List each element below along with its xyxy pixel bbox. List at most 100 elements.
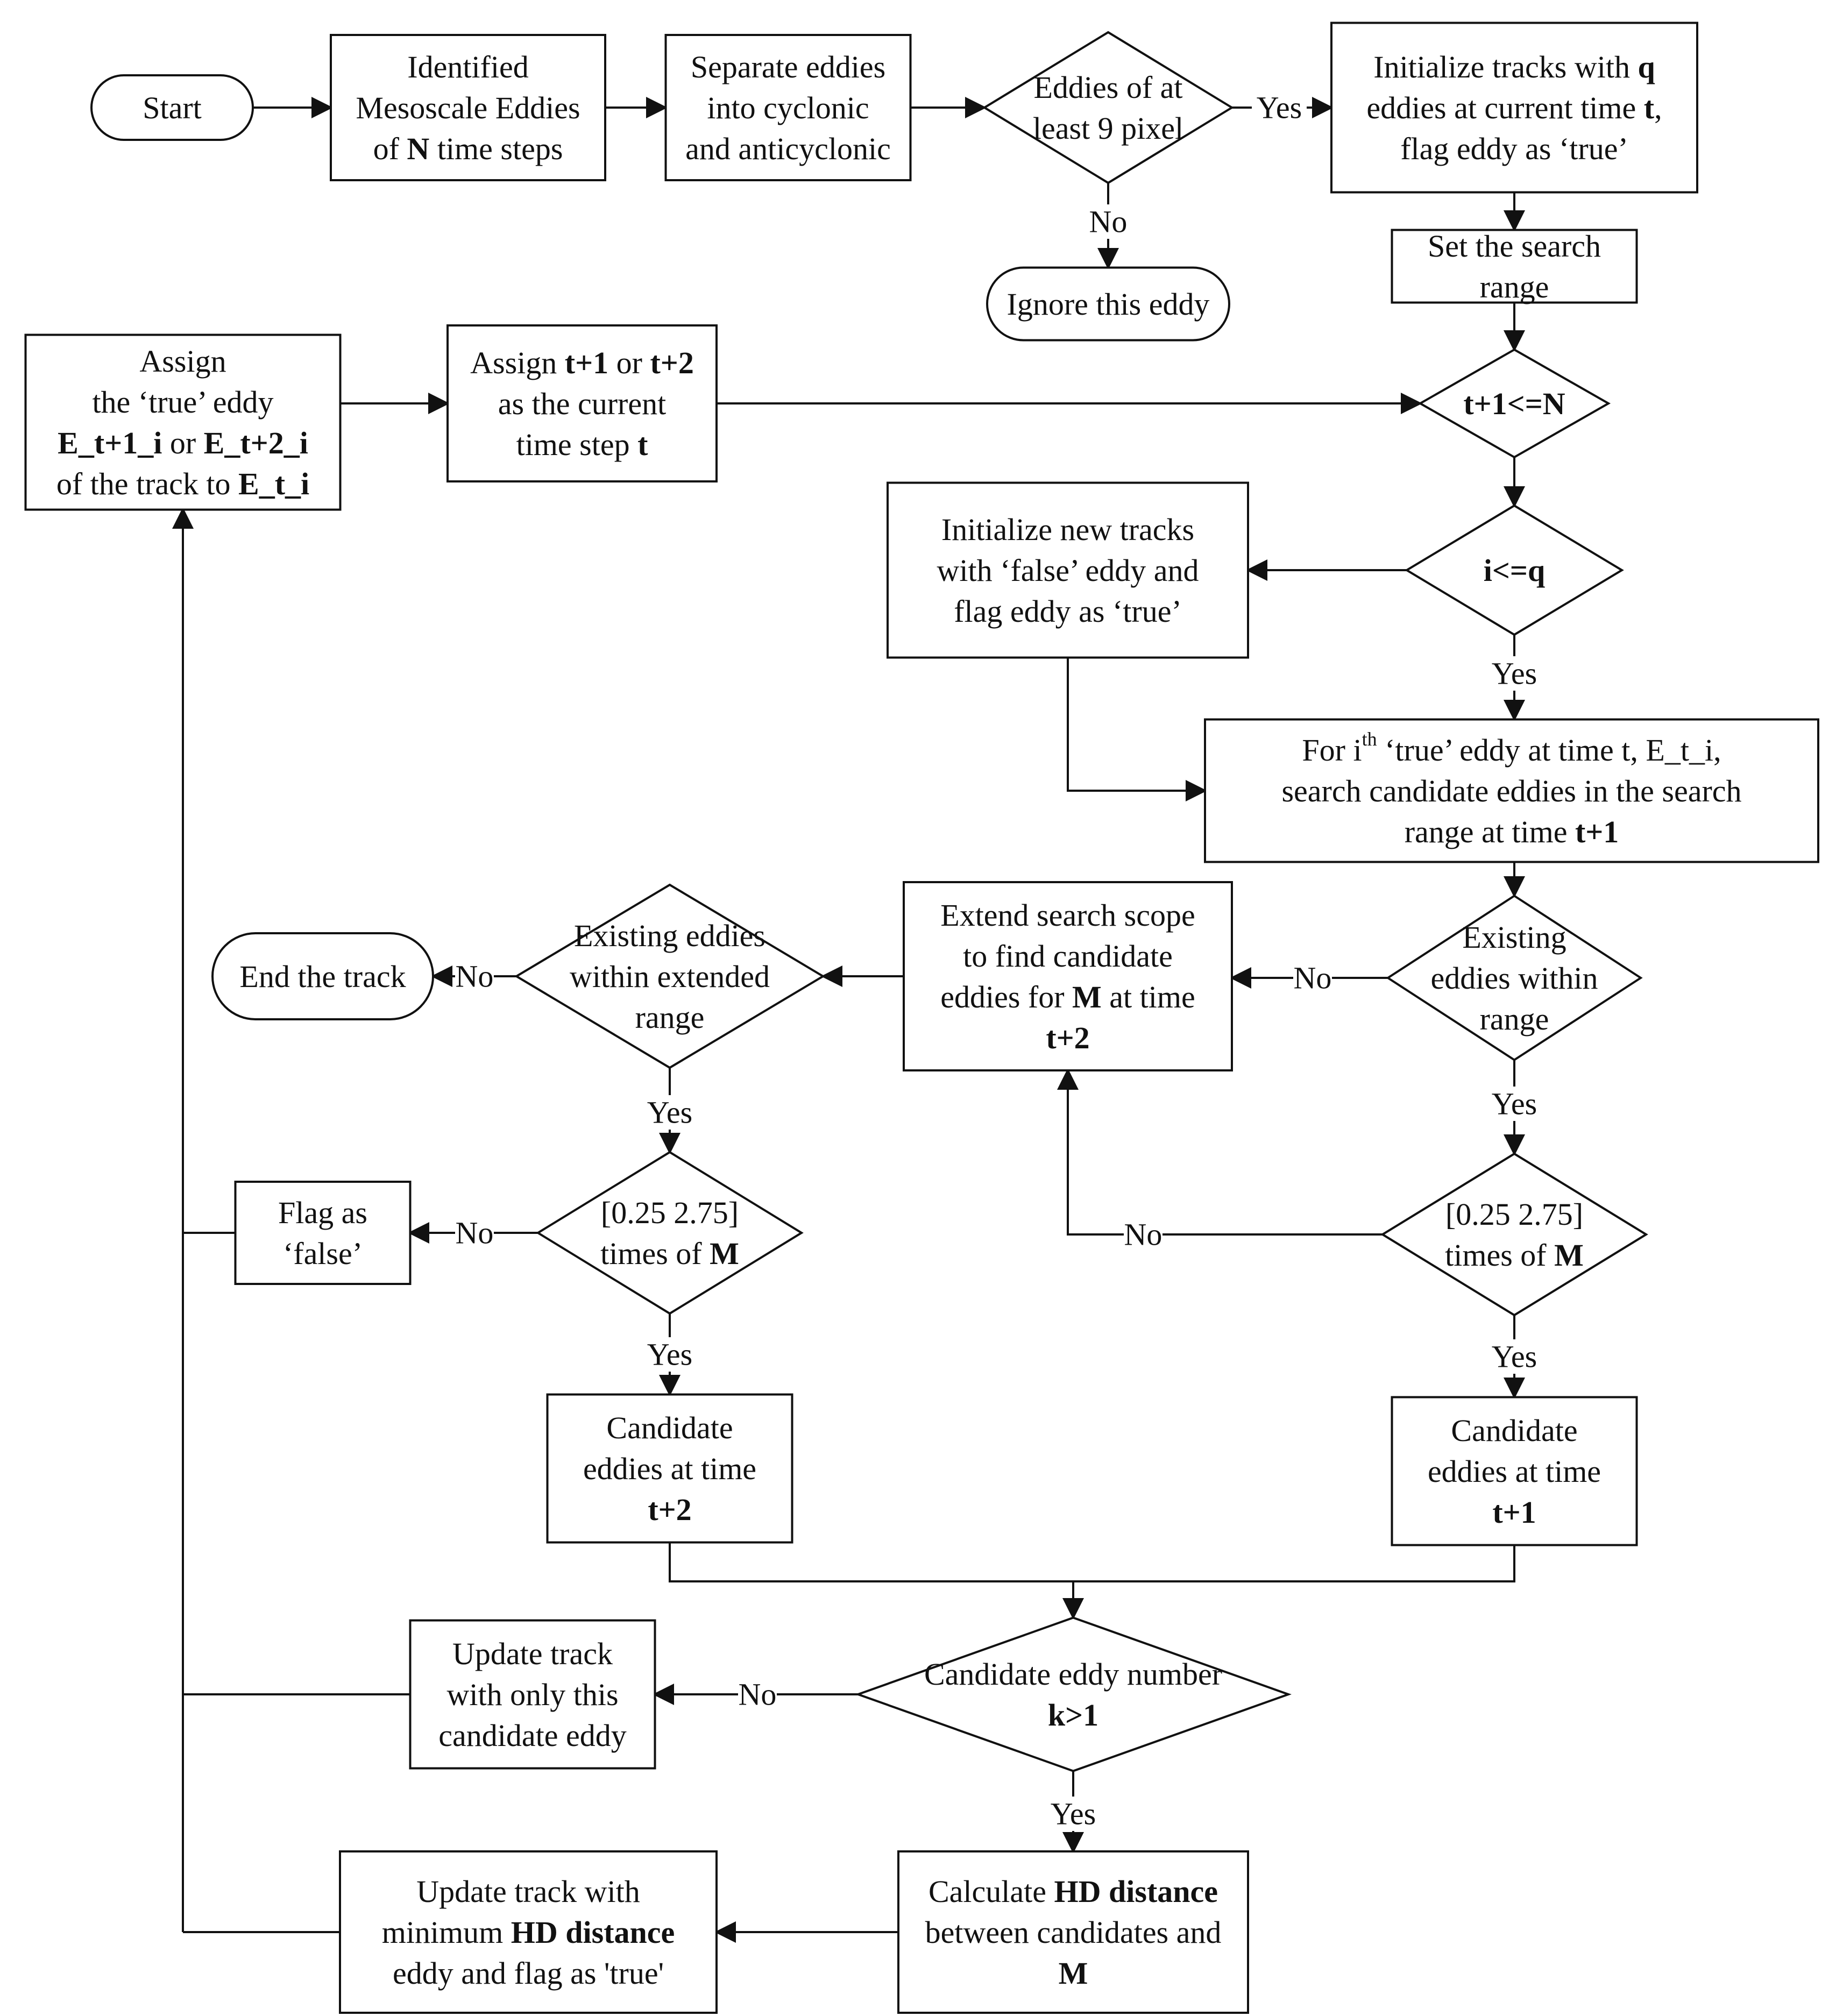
- label-ratio-right-yes-text: Yes: [1492, 1339, 1537, 1374]
- start-terminal-shape: [90, 74, 254, 141]
- init-tracks-box-line-2-seg-3: ,: [1654, 90, 1662, 125]
- extend-scope-box-line-4-seg-1: t+2: [1046, 1020, 1089, 1055]
- search-candidates-box: For ith ‘true’ eddy at time t, E_t_i,sea…: [1204, 718, 1819, 863]
- assign-true-eddy-box-line-3-seg-2: or: [162, 425, 203, 460]
- candidates-t1-box-shape: [1391, 1396, 1638, 1546]
- end-track-terminal-shape: [211, 932, 434, 1020]
- extend-scope-box-shape: [903, 881, 1233, 1071]
- label-ratio-left-no-text: No: [456, 1216, 494, 1251]
- label-ratio-left-no: No: [455, 1216, 494, 1251]
- update-single-box-line-3-seg-1: candidate eddy: [438, 1718, 626, 1753]
- ratio-left-decision: [0.25 2.75]times of M: [536, 1151, 804, 1315]
- label-count-yes: Yes: [1046, 1797, 1101, 1832]
- ratio-right-decision-line-1: [0.25 2.75]: [1445, 1197, 1583, 1232]
- i-check-decision-line-1-seg-1: i<=q: [1484, 553, 1545, 588]
- candidate-count-decision-line-2: k>1: [1048, 1698, 1098, 1733]
- candidates-t2-box-line-3: t+2: [648, 1492, 691, 1527]
- assign-true-eddy-box-line-2: the ‘true’ eddy: [92, 385, 273, 420]
- init-tracks-box-line-3: flag eddy as ‘true’: [1400, 131, 1628, 166]
- candidates-t1-box-line-1: Candidate: [1451, 1413, 1577, 1448]
- extend-scope-box-line-1: Extend search scope: [940, 898, 1195, 933]
- ignore-eddy-terminal-line-1-seg-1: Ignore this eddy: [1007, 287, 1210, 322]
- label-min-size-no-pad: [1089, 204, 1128, 239]
- i-check-decision: i<=q: [1405, 504, 1624, 636]
- assign-true-eddy-box-shape: [24, 333, 342, 511]
- candidates-t1-box-line-1-seg-1: Candidate: [1451, 1413, 1577, 1448]
- identified-eddies-box-line-2: Mesoscale Eddies: [356, 90, 580, 125]
- new-tracks-box-line-3-seg-1: flag eddy as ‘true’: [954, 594, 1182, 629]
- existing-eddies-decision-line-2-seg-1: eddies within: [1431, 961, 1598, 996]
- min-size-decision-line-2-seg-1: least 9 pixel: [1033, 111, 1183, 146]
- update-single-box-shape: [409, 1619, 656, 1770]
- update-min-hd-box-line-1-seg-1: Update track with: [416, 1874, 640, 1909]
- assign-time-step-box-shape: [446, 324, 718, 482]
- update-single-box-line-2: with only this: [446, 1677, 618, 1712]
- search-candidates-box-line-3-seg-2: t+1: [1575, 814, 1619, 849]
- label-min-size-yes: Yes: [1252, 90, 1307, 125]
- candidates-t2-box-line-1-seg-1: Candidate: [606, 1410, 733, 1445]
- assign-time-step-box-line-1: Assign t+1 or t+2: [470, 345, 694, 380]
- identified-eddies-box-line-3-seg-2: N: [407, 131, 429, 166]
- assign-true-eddy-box-line-1: Assign: [139, 344, 226, 379]
- flag-false-box-line-2-seg-1: ‘false’: [283, 1236, 363, 1271]
- flag-false-box-shape: [234, 1181, 412, 1285]
- extend-scope-box-line-2-seg-1: to find candidate: [963, 939, 1173, 974]
- label-i-check-yes-text: Yes: [1492, 656, 1537, 691]
- label-min-size-no-text: No: [1089, 204, 1128, 239]
- separate-eddies-box-line-2: into cyclonic: [707, 90, 869, 125]
- existing-eddies-decision-shape: [1386, 895, 1643, 1061]
- label-existing-extended-no: No: [455, 959, 494, 994]
- identified-eddies-box-line-3-seg-1: of: [373, 131, 407, 166]
- candidates-t2-box-line-2-seg-1: eddies at time: [583, 1451, 756, 1486]
- label-existing-no: No: [1293, 961, 1332, 996]
- identified-eddies-box-line-1-seg-1: Identified: [407, 49, 528, 84]
- candidate-count-decision-line-1: Candidate eddy number: [924, 1657, 1222, 1692]
- update-min-hd-box-line-1: Update track with: [416, 1874, 640, 1909]
- label-min-size-yes-pad: [1252, 90, 1307, 125]
- min-size-decision-line-2: least 9 pixel: [1033, 111, 1183, 146]
- start-terminal: Start: [90, 74, 254, 141]
- label-ratio-right-no-pad: [1124, 1217, 1162, 1252]
- flag-false-box: Flag as ‘false’: [234, 1181, 412, 1285]
- t-check-decision: t+1<=N: [1417, 348, 1611, 459]
- candidates-t1-box-line-2-seg-1: eddies at time: [1428, 1454, 1601, 1489]
- update-single-box-line-1-seg-1: Update track: [452, 1636, 613, 1671]
- update-single-box: Update track with only this candidate eddy: [409, 1619, 656, 1770]
- candidates-t1-box-line-3-seg-1: t+1: [1492, 1495, 1536, 1530]
- assign-true-eddy-box-line-3: E_t+1_i or E_t+2_i: [58, 425, 308, 460]
- existing-extended-decision-line-3: range: [635, 1000, 705, 1035]
- assign-true-eddy-box-line-4-seg-2: E_t_i: [238, 466, 309, 501]
- assign-time-step-box-line-1-seg-2: t+1: [565, 345, 608, 380]
- min-size-decision: Eddies of at least 9 pixel: [982, 31, 1234, 184]
- flag-false-box-line-1: Flag as: [278, 1195, 367, 1230]
- separate-eddies-box-shape: [664, 34, 912, 181]
- label-existing-extended-yes-text: Yes: [647, 1095, 692, 1130]
- ratio-right-decision-line-2-seg-1: times of: [1445, 1238, 1554, 1273]
- end-track-terminal-line-1-seg-1: End the track: [239, 959, 406, 994]
- search-candidates-box-line-2: search candidate eddies in the search: [1281, 773, 1741, 808]
- update-min-hd-box-line-2-seg-2: HD distance: [511, 1915, 675, 1950]
- search-range-box-line-1: Set the search: [1428, 229, 1601, 264]
- search-candidates-box-line-1-seg-1: For i: [1302, 733, 1362, 768]
- existing-extended-decision-line-2: within extended: [570, 959, 770, 994]
- identified-eddies-box-line-3: of N time steps: [373, 131, 563, 166]
- init-tracks-box-line-1-seg-2: q: [1638, 49, 1655, 84]
- edge-candidates-t2-to-count: [669, 1542, 1084, 1620]
- identified-eddies-box-line-2-seg-1: Mesoscale Eddies: [356, 90, 580, 125]
- min-size-decision-line-1-seg-1: Eddies of at: [1033, 70, 1182, 105]
- existing-extended-decision-line-1: Existing eddies: [574, 918, 765, 953]
- update-min-hd-box-line-3: eddy and flag as 'true': [393, 1956, 664, 1991]
- init-tracks-box-shape: [1330, 22, 1698, 194]
- label-ratio-right-yes: Yes: [1487, 1339, 1542, 1374]
- assign-true-eddy-box-line-4: of the track to E_t_i: [56, 466, 309, 501]
- ratio-left-decision-line-1: [0.25 2.75]: [601, 1195, 739, 1230]
- existing-extended-decision-line-1-seg-1: Existing eddies: [574, 918, 765, 953]
- label-count-yes-pad: [1046, 1797, 1101, 1831]
- assign-time-step-box-line-2: as the current: [498, 386, 666, 421]
- existing-extended-decision: Existing eddies within extended range: [514, 883, 825, 1069]
